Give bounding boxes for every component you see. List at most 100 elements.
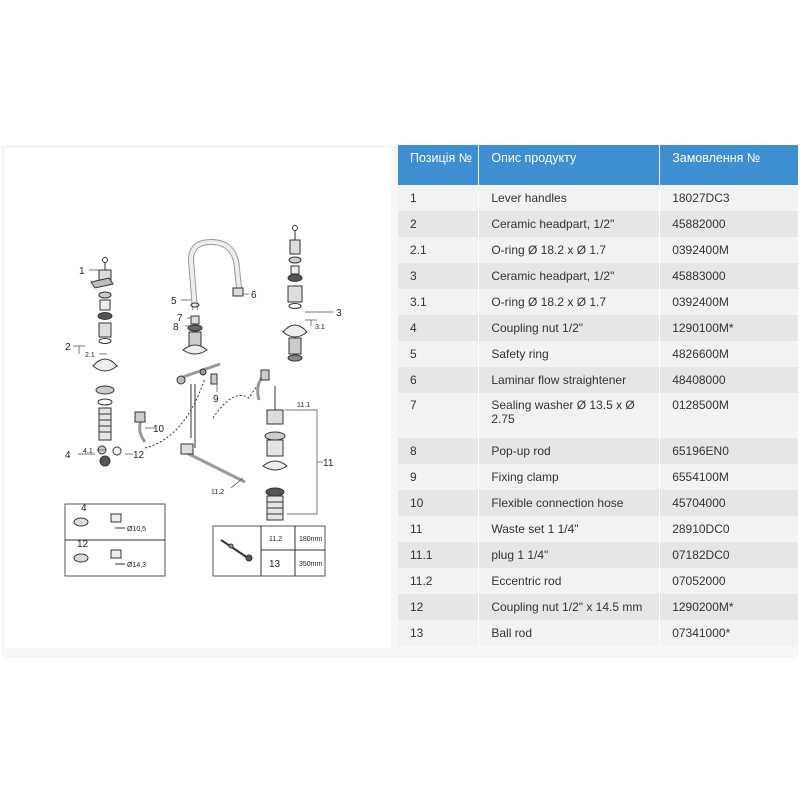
cell-order-number: 48408000 (659, 367, 798, 393)
callout-4-1: 4.1 (83, 448, 93, 455)
left-valve-assembly (90, 257, 122, 467)
callout-10: 10 (153, 424, 165, 435)
cell-description: Ceramic headpart, 1/2" (478, 211, 661, 237)
cell-description: Fixing clamp (478, 464, 661, 490)
cell-order-number: 07182DC0 (659, 542, 798, 568)
cell-order-number: 0128500M (659, 393, 798, 438)
cell-position: 8 (398, 438, 480, 464)
cell-position: 6 (398, 367, 480, 393)
callout-6: 6 (251, 290, 257, 301)
cell-position: 13 (398, 620, 480, 646)
table-row: 2 Ceramic headpart, 1/2" 45882000 (398, 211, 798, 237)
table-row: 8 Pop-up rod 65196EN0 (398, 438, 798, 464)
cell-position: 3 (398, 263, 480, 289)
inset-left-row2-label: 12 (77, 539, 89, 550)
callout-11: 11 (323, 458, 334, 469)
cell-order-number: 1290100M* (659, 315, 798, 341)
cell-order-number: 0392400M (659, 289, 798, 315)
callout-9: 9 (213, 394, 219, 405)
table-row: 11 Waste set 1 1/4" 28910DC0 (398, 516, 798, 542)
cell-position: 9 (398, 464, 480, 490)
cell-position: 11.2 (398, 568, 480, 594)
right-valve-assembly (256, 225, 308, 401)
exploded-diagram-drawing: 1 2 2.1 3 3.1 4 4.1 5 6 7 8 9 10 11 11.1… (64, 225, 342, 577)
inset-right-row2-len: 350mm (299, 561, 323, 568)
cell-position: 1 (398, 185, 480, 211)
table-row: 11.1 plug 1 1/4" 07182DC0 (398, 542, 798, 568)
callout-2-1: 2.1 (85, 352, 95, 359)
cell-position: 4 (398, 315, 480, 341)
cell-description: Pop-up rod (478, 438, 661, 464)
callout-1: 1 (79, 266, 85, 277)
cell-description: O-ring Ø 18.2 x Ø 1.7 (478, 289, 661, 315)
cell-description: Waste set 1 1/4" (478, 516, 661, 542)
table-row: 13 Ball rod 07341000* (398, 620, 798, 646)
table-row: 4 Coupling nut 1/2" 1290100M* (398, 315, 798, 341)
header-position: Позиція № (398, 145, 480, 185)
cell-description: Coupling nut 1/2" x 14.5 mm (478, 594, 661, 620)
callout-8: 8 (173, 322, 179, 333)
exploded-diagram: 1 2 2.1 3 3.1 4 4.1 5 6 7 8 9 10 11 11.1… (5, 148, 391, 648)
cell-description: Laminar flow straightener (478, 367, 661, 393)
table-row: 9 Fixing clamp 6554100M (398, 464, 798, 490)
table-row: 3.1 O-ring Ø 18.2 x Ø 1.7 0392400M (398, 289, 798, 315)
cell-description: Flexible connection hose (478, 490, 661, 516)
cell-description: Coupling nut 1/2" (478, 315, 661, 341)
header-order-number: Замовлення № (659, 145, 798, 185)
table-row: 11.2 Eccentric rod 07052000 (398, 568, 798, 594)
inset-left-row1-label: 4 (81, 503, 87, 514)
cell-description: plug 1 1/4" (478, 542, 661, 568)
inset-rod-lengths (212, 525, 326, 577)
cell-position: 10 (398, 490, 480, 516)
callout-4: 4 (65, 450, 71, 461)
cell-order-number: 07341000* (659, 620, 798, 646)
cell-position: 7 (398, 393, 480, 438)
table-row: 6 Laminar flow straightener 48408000 (398, 367, 798, 393)
callout-3: 3 (336, 308, 342, 319)
cell-order-number: 18027DC3 (659, 185, 798, 211)
spout-assembly (176, 238, 270, 448)
inset-left-row1-dim: Ø10,5 (127, 526, 146, 533)
cell-order-number: 4826600M (659, 341, 798, 367)
callout-2: 2 (65, 342, 71, 353)
callout-7: 7 (177, 313, 183, 324)
cell-position: 2.1 (398, 237, 480, 263)
callout-leaders (73, 269, 333, 515)
cell-description: Sealing washer Ø 13.5 x Ø 2.75 (478, 393, 661, 438)
cell-description: O-ring Ø 18.2 x Ø 1.7 (478, 237, 661, 263)
cell-position: 2 (398, 211, 480, 237)
table-row: 7 Sealing washer Ø 13.5 x Ø 2.75 0128500… (398, 393, 798, 438)
table-row: 10 Flexible connection hose 45704000 (398, 490, 798, 516)
cell-order-number: 0392400M (659, 237, 798, 263)
callout-11-2: 11.2 (211, 489, 224, 496)
header-description: Опис продукту (478, 145, 661, 185)
table-row: 1 Lever handles 18027DC3 (398, 185, 798, 211)
inset-right-row1-label: 11.2 (269, 536, 282, 543)
parts-table: Позиція № Опис продукту Замовлення № 1 L… (398, 145, 798, 646)
cell-order-number: 28910DC0 (659, 516, 798, 542)
inset-left-row2-dim: Ø14,3 (127, 562, 146, 569)
callout-12: 12 (133, 450, 145, 461)
cell-order-number: 45704000 (659, 490, 798, 516)
flexible-hoses (134, 377, 206, 449)
cell-order-number: 65196EN0 (659, 438, 798, 464)
callout-11-1: 11.1 (297, 402, 310, 409)
table-row: 2.1 O-ring Ø 18.2 x Ø 1.7 0392400M (398, 237, 798, 263)
cell-description: Lever handles (478, 185, 661, 211)
callout-5: 5 (171, 296, 177, 307)
callout-3-1: 3.1 (315, 324, 325, 331)
cell-order-number: 07052000 (659, 568, 798, 594)
cell-description: Ball rod (478, 620, 661, 646)
waste-set-assembly (180, 386, 288, 521)
cell-order-number: 45882000 (659, 211, 798, 237)
cell-order-number: 45883000 (659, 263, 798, 289)
inset-right-row2-label: 13 (269, 559, 281, 570)
cell-order-number: 6554100M (659, 464, 798, 490)
inset-coupling-nut-sizes (64, 503, 166, 577)
table-row: 5 Safety ring 4826600M (398, 341, 798, 367)
cell-position: 5 (398, 341, 480, 367)
cell-description: Safety ring (478, 341, 661, 367)
cell-description: Ceramic headpart, 1/2" (478, 263, 661, 289)
table-header-row: Позиція № Опис продукту Замовлення № (398, 145, 798, 185)
cell-position: 12 (398, 594, 480, 620)
